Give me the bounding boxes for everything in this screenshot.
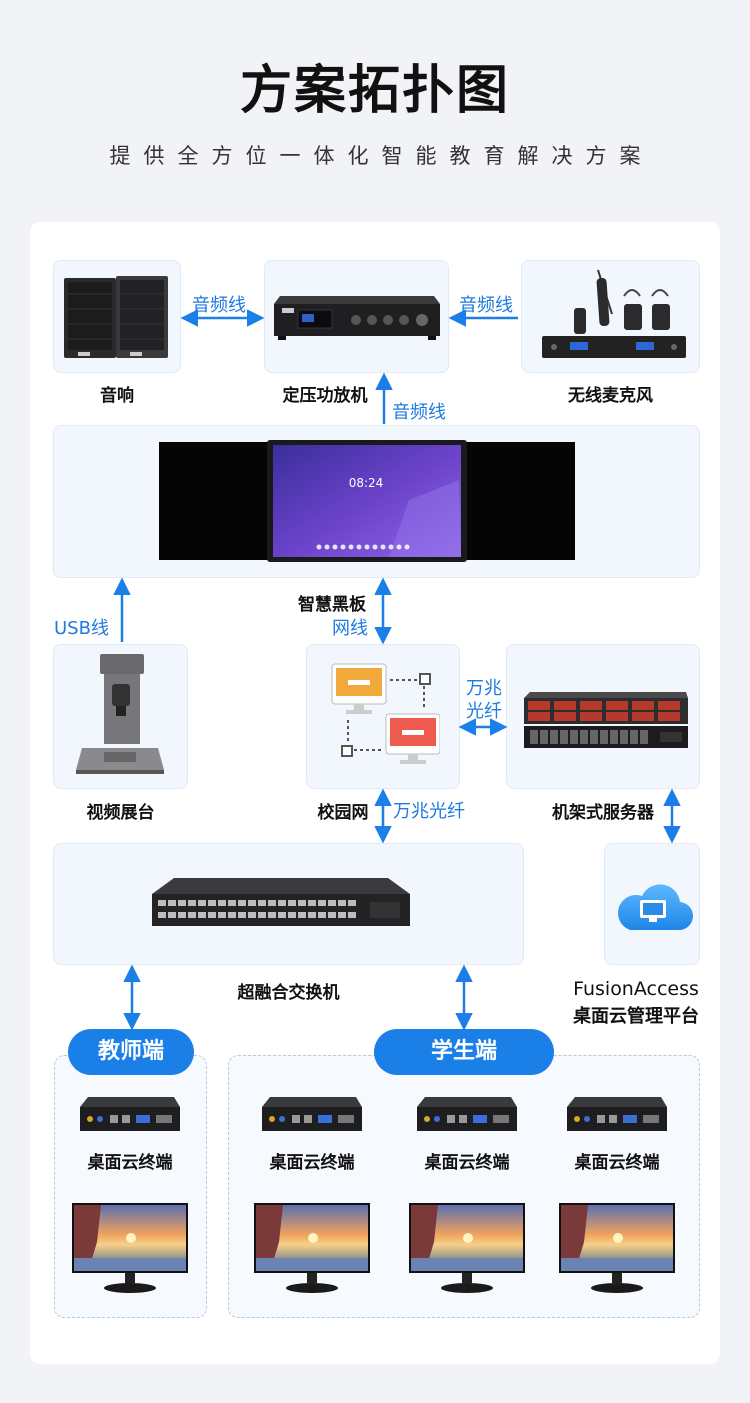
visualizer-image xyxy=(76,654,164,774)
speaker-image xyxy=(64,276,168,358)
audio-line-label-3: 音频线 xyxy=(392,402,446,423)
audio-line-label-1: 音频线 xyxy=(192,295,246,316)
speaker-label: 音响 xyxy=(100,386,134,406)
cloud-terminal-label: 桌面云终端 xyxy=(269,1153,355,1173)
teacher-badge: 教师端 xyxy=(68,1029,194,1075)
cloud-terminal-device xyxy=(415,1095,519,1135)
cloud-terminal-device xyxy=(260,1095,364,1135)
monitor-image xyxy=(408,1202,526,1296)
cloud-platform-label-1: FusionAccess xyxy=(573,978,699,1000)
rack-server-label: 机架式服务器 xyxy=(552,803,654,823)
monitor-image xyxy=(71,1202,189,1296)
fiber-label-2: 万兆光纤 xyxy=(393,801,465,822)
microphone-label: 无线麦克风 xyxy=(568,386,653,406)
cloud-terminal-label: 桌面云终端 xyxy=(87,1153,173,1173)
student-badge: 学生端 xyxy=(374,1029,554,1075)
audio-line-label-2: 音频线 xyxy=(459,295,513,316)
rack-server-image xyxy=(524,692,688,748)
cloud-terminal-device xyxy=(78,1095,182,1135)
blackboard-image xyxy=(159,440,575,562)
campus-network-label: 校园网 xyxy=(317,803,369,823)
monitor-image xyxy=(253,1202,371,1296)
switch-label: 超融合交换机 xyxy=(237,983,340,1003)
fiber-label-1b: 光纤 xyxy=(466,701,502,722)
cloud-terminal-device xyxy=(565,1095,669,1135)
campus-network-image xyxy=(331,663,440,764)
cloud-terminal-label: 桌面云终端 xyxy=(424,1153,510,1173)
screen-time: 08:24 xyxy=(348,476,384,490)
cloud-terminal-label: 桌面云终端 xyxy=(574,1153,660,1173)
page-subtitle: 提供全方位一体化智能教育解决方案 xyxy=(109,144,654,168)
monitor-image xyxy=(558,1202,676,1296)
amplifier-image xyxy=(274,296,440,340)
cloud-icon xyxy=(617,884,694,931)
page-title: 方案拓扑图 xyxy=(239,61,510,121)
fiber-label-1a: 万兆 xyxy=(466,678,502,699)
network-line-label: 网线 xyxy=(332,618,368,639)
amplifier-label: 定压功放机 xyxy=(282,386,368,406)
usb-line-label: USB线 xyxy=(54,618,109,639)
blackboard-label: 智慧黑板 xyxy=(298,595,366,615)
cloud-platform-label-2: 桌面云管理平台 xyxy=(573,1006,699,1027)
visualizer-label: 视频展台 xyxy=(86,803,155,823)
switch-image xyxy=(152,878,410,926)
microphone-image xyxy=(542,269,686,358)
